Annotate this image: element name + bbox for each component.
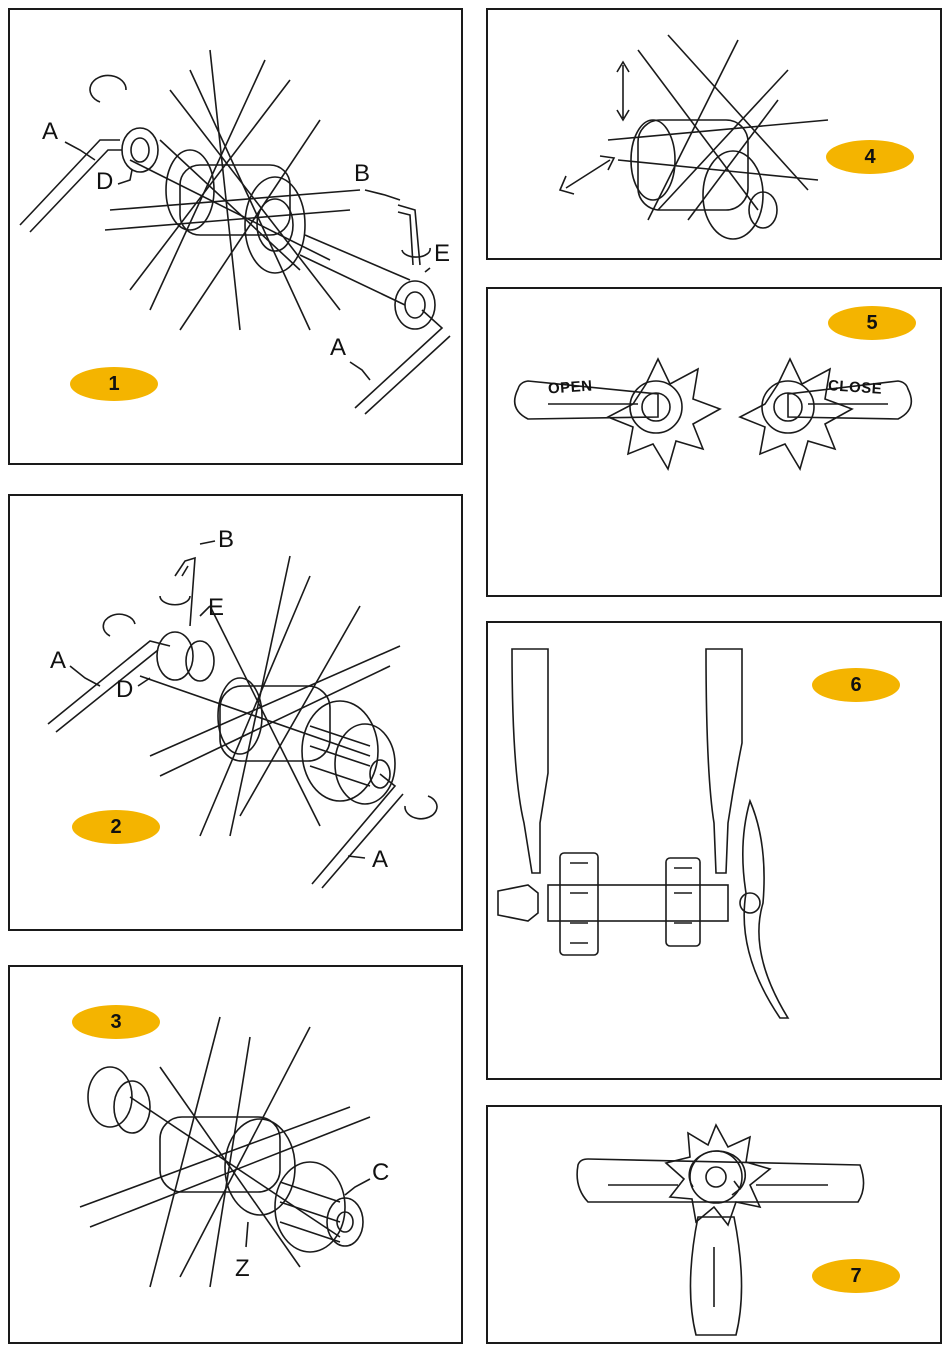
step-2-panel: B E A D A 2: [8, 494, 463, 931]
label-b: B: [218, 528, 234, 552]
step-number-badge: 7: [812, 1259, 900, 1293]
label-a-top: A: [42, 120, 58, 144]
step-4-panel: 4: [486, 8, 942, 260]
label-d: D: [96, 170, 113, 194]
label-b: B: [354, 162, 370, 186]
label-e: E: [208, 596, 224, 620]
step-7-illustration: [488, 1107, 944, 1346]
step-5-panel: OPEN CLOSE 5: [486, 287, 942, 597]
step-number-badge: 6: [812, 668, 900, 702]
step-2-illustration: [10, 496, 465, 933]
step-number-badge: 4: [826, 140, 914, 174]
step-number-badge: 1: [70, 367, 158, 401]
step-number-badge: 2: [72, 810, 160, 844]
step-7-panel: 7: [486, 1105, 942, 1344]
step-number-badge: 3: [72, 1005, 160, 1039]
label-a-left: A: [50, 649, 66, 673]
open-label: OPEN: [547, 377, 593, 397]
label-e: E: [434, 242, 450, 266]
label-c: C: [372, 1161, 389, 1185]
step-4-illustration: [488, 10, 944, 262]
step-6-panel: 6: [486, 621, 942, 1080]
label-a-bottom: A: [372, 848, 388, 872]
step-1-panel: A D B E A 1: [8, 8, 463, 465]
label-d: D: [116, 678, 133, 702]
step-1-illustration: [10, 10, 465, 467]
step-number-badge: 5: [828, 306, 916, 340]
step-3-panel: C Z 3: [8, 965, 463, 1344]
label-a-bottom: A: [330, 336, 346, 360]
label-z: Z: [235, 1257, 250, 1281]
